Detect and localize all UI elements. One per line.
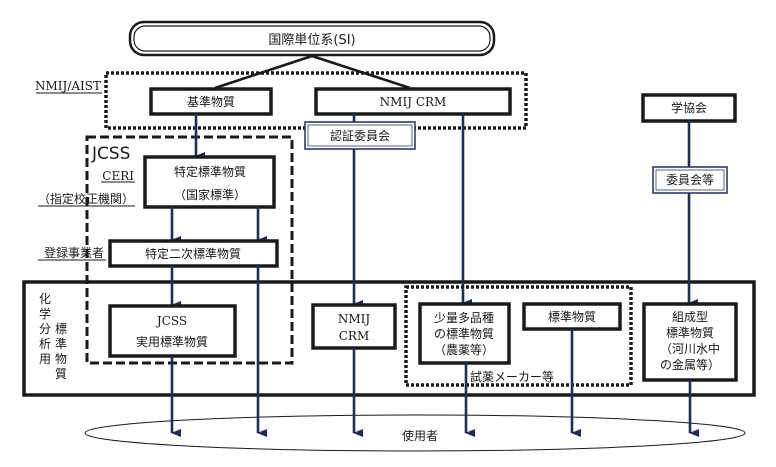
svg-text:化: 化 [39, 292, 51, 306]
specified-rm-line1: 特定標準物質 [174, 164, 246, 179]
academic-society-label: 学協会 [671, 100, 707, 115]
composition-rm-box [642, 302, 738, 382]
chem-analysis-vertical-label-2: 標 準 物 質 [55, 322, 67, 381]
svg-text:質: 質 [55, 366, 67, 381]
certification-committee-label: 認証委員会 [330, 128, 390, 143]
nmij-crm-line1: NMIJ [338, 312, 371, 326]
composition-line4: の金属等） [660, 357, 720, 372]
certification-committee-box: 認証委員会 [304, 121, 416, 150]
ceri-label: CERI [102, 169, 134, 183]
nmij-crm-top-box [314, 87, 512, 116]
standard-rm-label: 標準物質 [548, 309, 596, 324]
small-multi-line1: 少量多品種 [434, 311, 494, 325]
composition-line3: （河川水中 [660, 341, 720, 356]
nmij-crm-box [311, 303, 397, 350]
composition-line2: 標準物質 [666, 325, 714, 340]
svg-text:分: 分 [39, 322, 51, 336]
specified-secondary-rm-box [108, 239, 279, 268]
si-title: 国際単位系(SI) [268, 32, 355, 48]
specified-rm-line2: （国家標準） [174, 187, 246, 202]
small-multi-rm-box [418, 302, 511, 365]
base-rm-box [149, 87, 273, 116]
committee-etc-label: 委員会等 [666, 173, 714, 187]
specified-secondary-rm-label: 特定二次標準物質 [145, 246, 241, 261]
specified-rm-box [143, 155, 276, 209]
designated-calibration-label: （指定校正機関） [38, 191, 134, 206]
jcss-practical-line2: 実用標準物質 [136, 334, 208, 349]
svg-text:準: 準 [55, 336, 67, 351]
nmij-crm-line2: CRM [339, 329, 370, 343]
chemical-analysis-rm-frame [22, 280, 756, 397]
nmij-aist-label: NMIJ/AIST [35, 79, 101, 93]
nmij-crm-top-label: NMIJ CRM [380, 95, 447, 109]
small-multi-line2: の標準物質 [434, 326, 494, 341]
registered-operator-label: 登録事業者 [44, 245, 104, 260]
chem-analysis-vertical-label-1: 化 学 分 析 用 [39, 292, 51, 366]
jcss-group [85, 135, 294, 365]
svg-text:標: 標 [55, 322, 67, 336]
jcss-practical-line1: JCSS [155, 314, 187, 328]
si-box: 国際単位系(SI) [128, 20, 496, 57]
committee-etc-box: 委員会等 [652, 166, 728, 194]
jcss-practical-rm-box [108, 304, 237, 358]
base-rm-label: 基準物質 [187, 94, 235, 109]
svg-text:析: 析 [39, 337, 51, 351]
reagent-maker-group [404, 285, 633, 387]
standard-rm-box [522, 302, 622, 331]
jcss-label: JCSS [91, 144, 130, 164]
users-ellipse [84, 414, 746, 452]
svg-text:用: 用 [39, 352, 51, 366]
small-multi-line3: （農薬等） [434, 343, 494, 357]
users-label: 使用者 [402, 428, 438, 443]
svg-text:物: 物 [55, 352, 67, 366]
composition-line1: 組成型 [672, 310, 708, 324]
svg-text:学: 学 [39, 306, 51, 321]
reagent-maker-label: 試薬メーカー等 [470, 369, 554, 384]
